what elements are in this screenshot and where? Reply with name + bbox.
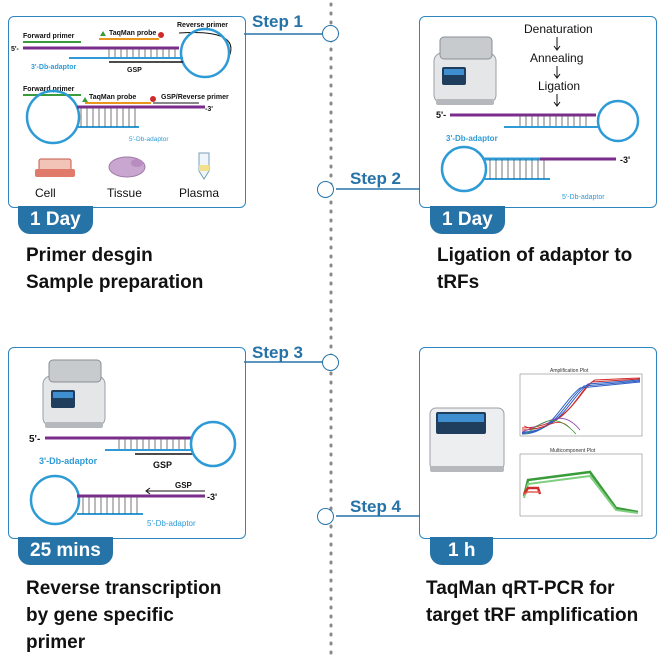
cell-icon: [35, 158, 75, 177]
gsp-label: GSP: [153, 460, 172, 470]
forward-primer-label: Forward primer: [23, 33, 75, 40]
svg-text:5'-: 5'-: [29, 434, 40, 445]
step4-qpcr-diagram: Amplification Plot Multicomponent Plot: [429, 368, 643, 517]
step2-connector: [336, 188, 420, 190]
step2-timeline-node: [317, 181, 334, 198]
svg-text:Forward primer: Forward primer: [23, 86, 75, 93]
thermocycler-icon: [42, 359, 106, 428]
step1-timeline-node: [322, 25, 339, 42]
step2-caption-line2: tRFs: [437, 272, 480, 293]
step3-duration-badge: 25 mins: [18, 537, 113, 565]
step2-panel: Denaturation Annealing Ligation 5'- 3'-D…: [419, 16, 657, 208]
step4-duration-badge: 1 h: [430, 537, 494, 565]
svg-text:-3': -3': [207, 492, 217, 502]
step3-timeline-node: [322, 354, 339, 371]
five-db-adaptor-label: 5'-Db-adaptor: [147, 519, 196, 528]
amplification-plot: Amplification Plot: [519, 368, 643, 437]
step3-reverse-transcription-diagram: 5'- 3'-Db-adaptor GSP GSP -3' 5'-Db-adap…: [29, 359, 237, 528]
gsp-label-2: GSP: [175, 481, 193, 490]
step3-caption-line1: Reverse transcription: [26, 578, 222, 599]
three-db-adaptor-label: 3'-Db-adaptor: [39, 456, 98, 466]
step4-caption: TaqMan qRT-PCR for target tRF amplificat…: [426, 575, 638, 629]
stage-ligation: Ligation: [538, 79, 580, 93]
svg-text:5'-: 5'-: [11, 46, 20, 53]
step2-duration-badge: 1 Day: [430, 206, 505, 234]
stage-denaturation: Denaturation: [524, 22, 593, 36]
step1-label: Step 1: [252, 12, 304, 31]
multicomponent-plot-title: Multicomponent Plot: [550, 448, 596, 454]
step3-caption-line2: by gene specific: [26, 605, 174, 626]
step4-panel: Amplification Plot Multicomponent Plot: [419, 347, 657, 539]
step4-caption-line1: TaqMan qRT-PCR for: [426, 578, 615, 599]
svg-text:-3': -3': [205, 106, 213, 113]
stage-annealing: Annealing: [530, 51, 583, 65]
step3-label: Step 3: [252, 343, 304, 362]
step3-panel: 5'- 3'-Db-adaptor GSP GSP -3' 5'-Db-adap…: [8, 347, 246, 539]
step2-caption-line1: Ligation of adaptor to: [437, 245, 633, 266]
plasma-tube-icon: [198, 152, 210, 180]
step1-duration-badge: 1 Day: [18, 206, 93, 234]
five-db-adaptor-label: 5'-Db-adaptor: [129, 136, 169, 143]
step3-connector: [244, 361, 324, 363]
sample-label-cell: Cell: [35, 186, 56, 200]
step1-connector: [244, 33, 324, 35]
step4-connector: [336, 515, 420, 517]
step4-timeline-node: [317, 508, 334, 525]
green-probe-icon: [100, 31, 106, 36]
taqman-probe-label: TaqMan probe: [109, 30, 156, 37]
three-db-adaptor-label: 3'-Db-adaptor: [31, 64, 76, 71]
amplification-plot-title: Amplification Plot: [550, 368, 589, 374]
step1-caption-line2: Sample preparation: [26, 272, 204, 293]
step1-primer-diagram: Forward primer TaqMan probe Reverse prim…: [11, 22, 232, 200]
step2-caption: Ligation of adaptor to tRFs: [437, 242, 632, 296]
step1-caption-line1: Primer desgin: [26, 245, 153, 266]
gsp-label: GSP: [127, 67, 142, 74]
red-probe-icon: [158, 32, 164, 38]
sample-label-tissue: Tissue: [107, 186, 142, 200]
svg-text:-3': -3': [620, 155, 630, 165]
step1-caption: Primer desgin Sample preparation: [26, 242, 203, 296]
step1-panel: Forward primer TaqMan probe Reverse prim…: [8, 16, 246, 208]
svg-text:5'-: 5'-: [436, 110, 446, 120]
step3-caption-line3: primer: [26, 632, 86, 653]
multicomponent-plot: Multicomponent Plot: [519, 448, 643, 517]
three-db-adaptor-label: 3'-Db-adaptor: [446, 134, 498, 143]
step3-caption: Reverse transcription by gene specific p…: [26, 575, 221, 656]
sample-label-plasma: Plasma: [179, 186, 219, 200]
step2-label: Step 2: [350, 169, 402, 188]
step2-ligation-diagram: Denaturation Annealing Ligation 5'- 3'-D…: [433, 22, 640, 201]
thermocycler-icon: [433, 36, 497, 105]
svg-text:TaqMan probe: TaqMan probe: [89, 94, 136, 101]
svg-text:GSP/Reverse primer: GSP/Reverse primer: [161, 94, 229, 101]
step4-label: Step 4: [350, 497, 402, 516]
tissue-icon: [108, 156, 146, 178]
qpcr-instrument-icon: [429, 407, 505, 472]
step4-caption-line2: target tRF amplification: [426, 605, 639, 626]
reverse-primer-label: Reverse primer: [177, 22, 228, 29]
five-db-adaptor-label: 5'-Db-adaptor: [562, 194, 605, 201]
